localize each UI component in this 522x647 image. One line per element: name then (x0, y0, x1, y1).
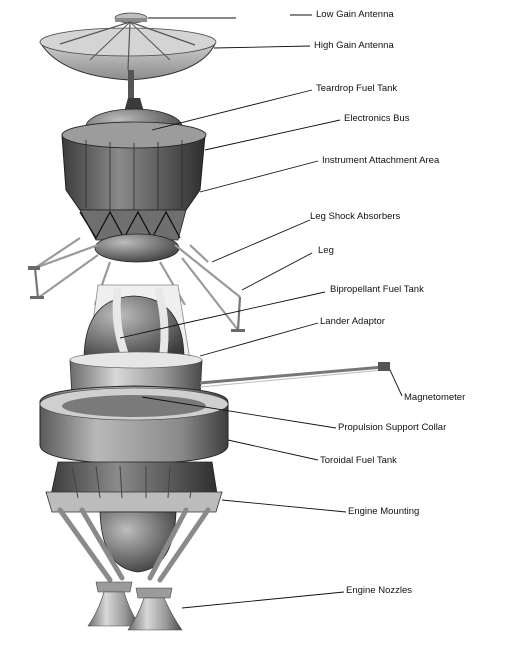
leader-bipropellant-fuel-tank-2 (119, 321, 191, 339)
label-electronics-bus: Electronics Bus (344, 113, 410, 124)
leader-high-gain-antenna (213, 45, 311, 49)
footpads-shape (28, 266, 245, 332)
low-gain-antenna-shape (114, 12, 148, 24)
engine-mounting-shape (45, 461, 223, 583)
label-teardrop-fuel-tank: Teardrop Fuel Tank (316, 83, 398, 94)
leader-leg-shock-absorbers (211, 219, 311, 263)
leader-electronics-bus (204, 119, 341, 151)
leader-lander-adaptor (199, 322, 319, 357)
label-bipropellant-fuel-tank: Bipropellant Fuel Tank (330, 284, 424, 295)
electronics-bus-shape (61, 121, 207, 211)
label-high-gain-antenna: High Gain Antenna (314, 40, 394, 51)
label-low-gain-antenna: Low Gain Antenna (316, 9, 394, 20)
magnetometer-shape (199, 362, 390, 388)
leader-lines (119, 14, 403, 609)
label-propulsion-support-collar: Propulsion Support Collar (338, 422, 447, 433)
label-leg: Leg (318, 245, 334, 256)
leader-bipropellant-fuel-tank (189, 291, 326, 323)
label-engine-mounting: Engine Mounting (348, 506, 420, 517)
leader-engine-mounting (221, 499, 347, 513)
instrument-attachment-shape (79, 209, 187, 263)
leader-toroidal-fuel-tank (227, 439, 319, 461)
engine-nozzles-shape (87, 581, 183, 631)
label-leg-shock-absorbers: Leg Shock Absorbers (310, 211, 401, 222)
high-gain-antenna-shape (39, 21, 217, 98)
leader-instrument-attachment-area (199, 160, 319, 193)
leader-propulsion-support-collar (141, 396, 337, 429)
leader-teardrop-fuel-tank (151, 89, 313, 131)
leader-engine-nozzles (181, 591, 345, 609)
leader-magnetometer (389, 369, 403, 397)
leader-leg (241, 252, 313, 291)
label-toroidal-fuel-tank: Toroidal Fuel Tank (320, 455, 397, 466)
label-instrument-attachment-area: Instrument Attachment Area (322, 155, 440, 166)
label-magnetometer: Magnetometer (404, 392, 466, 403)
toroidal-tank-shape (39, 385, 229, 465)
label-engine-nozzles: Engine Nozzles (346, 585, 413, 596)
label-lander-adaptor: Lander Adaptor (320, 316, 385, 327)
